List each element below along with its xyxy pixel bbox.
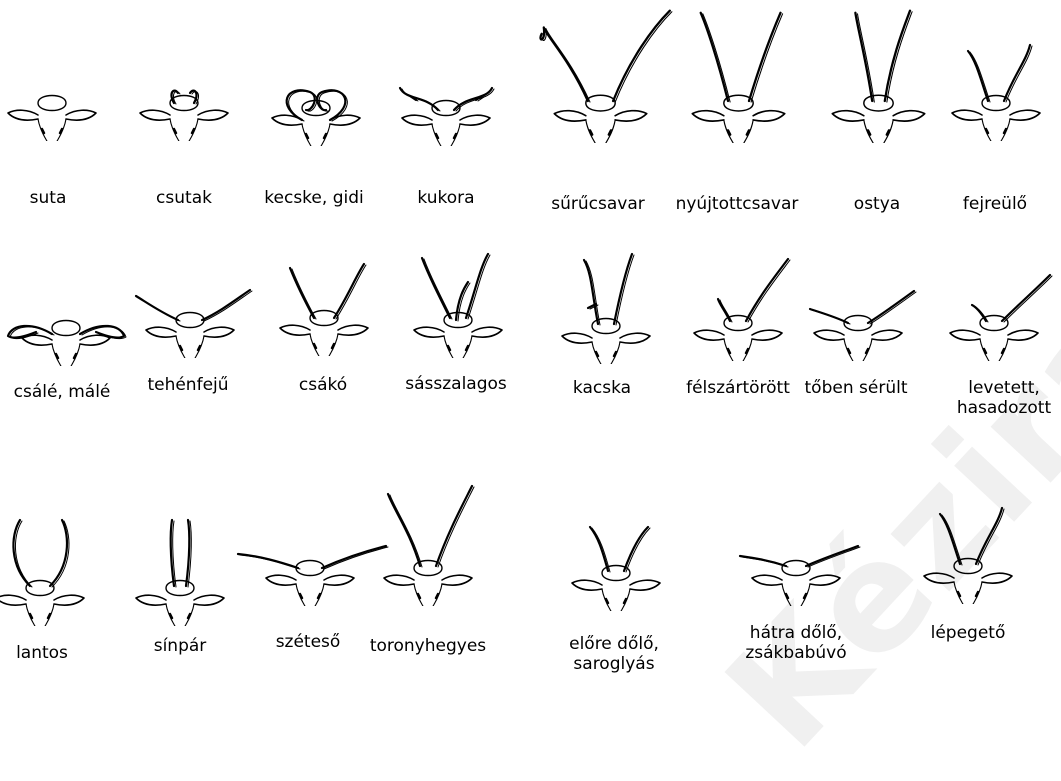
antelope-head-icon bbox=[906, 1, 1061, 141]
antelope-head-icon bbox=[904, 221, 1061, 361]
variant-label: előre dőlő, bbox=[524, 634, 704, 654]
variant-label: toronyhegyes bbox=[338, 636, 518, 656]
variant-label: lépegető bbox=[878, 623, 1058, 643]
antelope-head-icon bbox=[338, 466, 518, 606]
antelope-head-icon bbox=[878, 464, 1058, 604]
variant-label-continuation: zsákbabúvó bbox=[706, 643, 886, 663]
variant-label: fejreülő bbox=[905, 194, 1061, 214]
variant-label-continuation: saroglyás bbox=[524, 654, 704, 674]
variant-label: levetett, bbox=[914, 378, 1061, 398]
variant-label: hátra dőlő, bbox=[706, 623, 886, 643]
antelope-head-icon bbox=[706, 466, 886, 606]
antelope-head-icon bbox=[526, 471, 706, 611]
variant-label-continuation: hasadozott bbox=[914, 398, 1061, 418]
